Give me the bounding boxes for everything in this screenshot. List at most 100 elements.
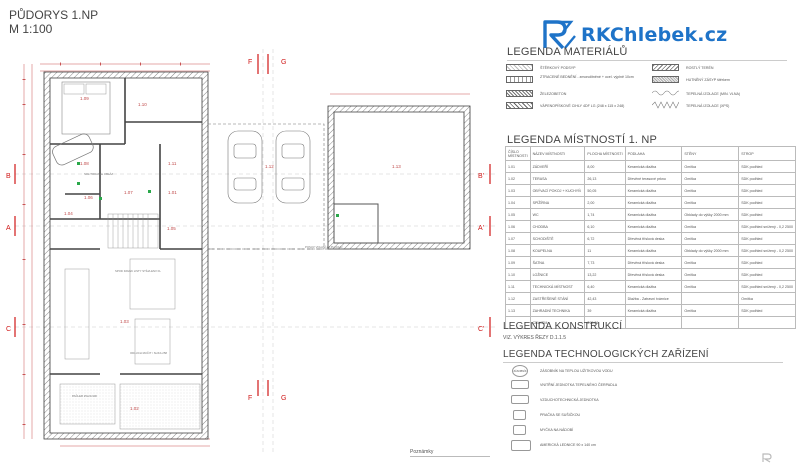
table-cell: Keramická dlažba	[624, 196, 683, 209]
car-outline-2	[275, 130, 311, 204]
swatch-natural-soil	[652, 64, 679, 71]
water-tank-icon: ZÁSOBNÍK	[512, 365, 528, 377]
table-cell: 8,00	[584, 160, 626, 173]
section-marks: B B' A A' C C' F G F G	[6, 59, 484, 402]
rkchlebek-logo: RKChlebek.cz	[541, 18, 753, 52]
notes-underline	[410, 456, 490, 457]
table-cell: 42,43	[584, 292, 626, 305]
table-cell: Omítka	[681, 268, 740, 281]
table-cell: 7,73	[584, 256, 626, 269]
rooms-table-header: ČÍSLO MÍSTNOSTI NÁZEV MÍSTNOSTI PLOCHA M…	[505, 146, 796, 161]
staircase	[107, 213, 159, 249]
room-label-107: 1.07	[124, 190, 133, 195]
table-cell: SDK podhled	[738, 304, 796, 317]
table-cell: Keramická dlažba	[624, 184, 683, 197]
washer-dryer-icon	[513, 410, 526, 420]
dimension-ticks	[22, 62, 181, 425]
room-label-110: 1.10	[138, 102, 147, 107]
table-cell: Omítka	[681, 304, 740, 317]
table-cell: SPÍŽÍRNA	[529, 196, 586, 209]
floor-plan: B B' A A' C C' F G F G 1.09 1.10 1.08 1.…	[6, 49, 495, 454]
grid-lines	[15, 49, 495, 454]
living-furniture	[59, 258, 201, 430]
table-cell: Keramická dlažba	[624, 220, 683, 233]
table-cell: ZASTŘEŠENÉ STÁNÍ	[529, 292, 586, 305]
room-labels: 1.09 1.10 1.08 1.11 1.06 1.07 1.01 1.04 …	[64, 96, 401, 411]
rooms-legend-title: LEGENDA MÍSTNOSTÍ 1. NP	[507, 134, 658, 146]
bathtub	[52, 133, 94, 166]
ventilation-unit-icon	[511, 395, 529, 404]
table-cell: 6,40	[584, 280, 626, 293]
section-mark-f-bottom: F	[248, 395, 252, 402]
table-cell: Keramická dlažba	[624, 244, 683, 257]
corner-logo-icon	[762, 453, 772, 463]
swatch-gravel	[506, 64, 533, 71]
pillow	[85, 83, 107, 95]
material-label: ZTRACENÉ BEDNĚNÍ - zmonolitněné + ocel. …	[540, 75, 634, 79]
tech-item-label: MYČKA NA NÁDOBÍ	[540, 428, 574, 432]
table-cell: CHODBA	[529, 220, 586, 233]
table-cell: 1,74	[584, 208, 626, 221]
table-cell: 1.03	[505, 184, 531, 197]
table-cell: ZÁDVEŘÍ	[529, 160, 586, 173]
tech-legend-title: LEGENDA TECHNOLOGICKÝCH ZAŘÍZENÍ	[503, 349, 709, 360]
tech-item-label: ZÁSOBNÍK NA TEPLOU UŽITKOVOU VODU	[540, 369, 613, 373]
table-cell: Omítka	[738, 292, 796, 305]
section-mark-a-prime: A'	[478, 225, 484, 232]
table-cell: Omítka	[681, 196, 740, 209]
notes-title: Poznámky	[410, 449, 434, 455]
car-outline-1	[227, 130, 263, 204]
table-cell: 39	[584, 304, 626, 317]
table-cell: 1.08	[505, 244, 531, 257]
safety-marks	[77, 162, 339, 217]
material-label: ROSTLÝ TERÉN	[686, 66, 714, 70]
table-cell: 1.02	[505, 172, 531, 185]
table-cell	[681, 292, 740, 305]
table-cell: 2,00	[584, 196, 626, 209]
section-mark-g-bottom: G	[281, 395, 286, 402]
room-label-111: 1.11	[168, 161, 177, 166]
section-mark-f-top: F	[248, 59, 252, 66]
swatch-reinforced-concrete	[506, 90, 533, 97]
dishwasher-icon	[513, 425, 526, 435]
water-tank-icon-label: ZÁSOBNÍK	[513, 369, 527, 373]
table-cell: SDK podhled	[738, 232, 796, 245]
table-cell: SDK podhled	[738, 208, 796, 221]
room-label-112: 1.12	[265, 164, 274, 169]
tech-item-label: PRAČKA SE SUŠIČKOU	[540, 413, 581, 417]
heat-pump-icon	[511, 380, 529, 389]
table-cell: SDK podhled snížený - 0,2 2500	[738, 220, 796, 233]
table-cell	[681, 316, 740, 329]
material-label: TEPELNÁ IZOLACE (XPS)	[686, 104, 730, 108]
table-cell: 1.13	[505, 304, 531, 317]
table-cell: 11	[584, 244, 626, 257]
table-cell: 1.01	[505, 160, 531, 173]
interior-walls	[50, 78, 202, 375]
table-cell: TECHNICKÁ MÍSTNOST	[529, 280, 586, 293]
table-cell: Omítka	[681, 232, 740, 245]
room-label-102: 1.02	[130, 406, 139, 411]
plan-note: ODLUCH MUČIT / SLIKA 258	[130, 350, 167, 355]
material-label: HUTNĚNÝ ZÁSYP štěrkem	[686, 78, 730, 82]
swatch-lost-formwork	[506, 76, 533, 83]
table-cell: 1.10	[505, 268, 531, 281]
table-cell: SDK podhled	[738, 160, 796, 173]
logo-mark-icon	[543, 20, 576, 50]
table-cell	[624, 316, 683, 329]
column-header: STROP	[738, 146, 796, 161]
table-cell: 1.05	[505, 208, 531, 221]
tech-item-label: VZDUCHOTECHNICKÁ JEDNOTKA	[540, 398, 599, 402]
table-cell: 26,13	[584, 172, 626, 185]
table-cell: 1.11	[505, 280, 531, 293]
